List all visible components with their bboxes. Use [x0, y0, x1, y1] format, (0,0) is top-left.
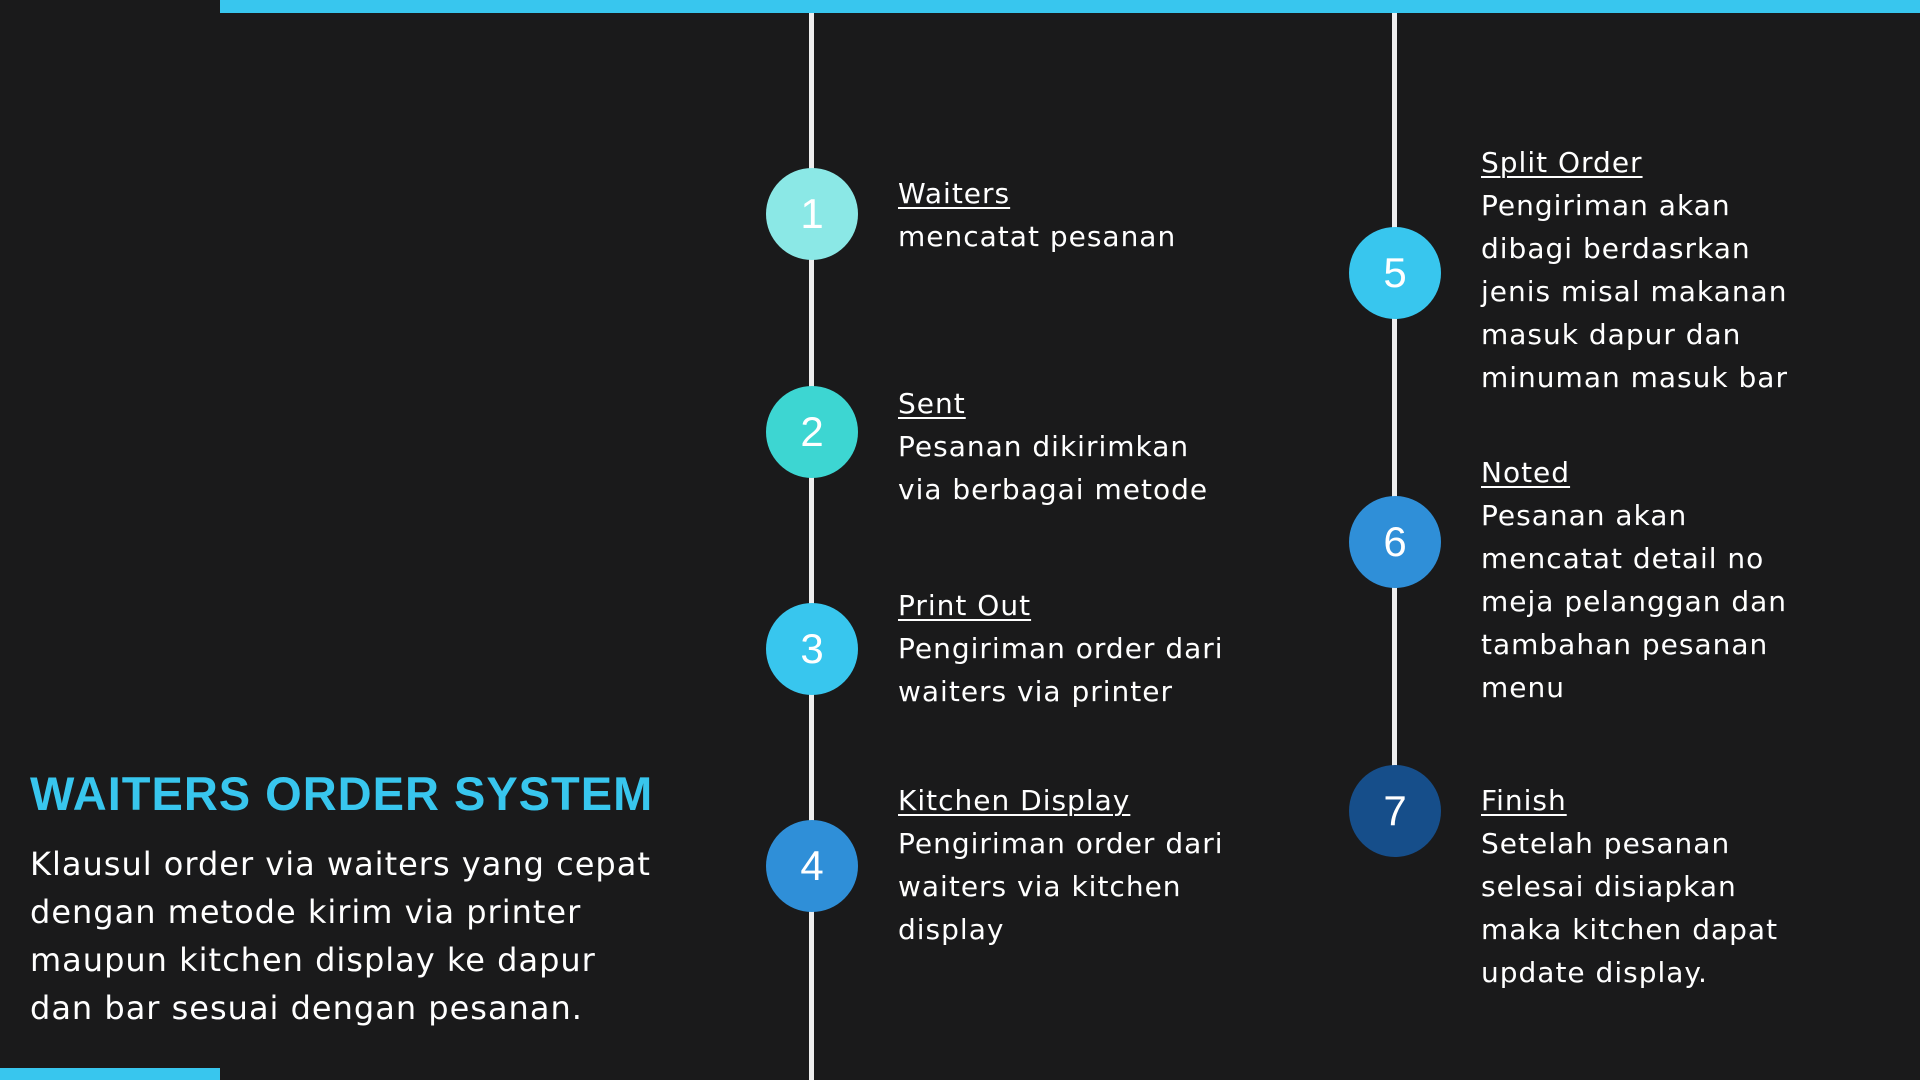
step-1-number: 1: [800, 190, 824, 237]
step-1-circle: 1: [766, 168, 858, 260]
step-5-number: 5: [1383, 249, 1407, 296]
step-3-title: Print Out: [898, 589, 1032, 622]
step-3-circle: 3: [766, 603, 858, 695]
step-7-number: 7: [1383, 787, 1407, 834]
step-6-number: 6: [1383, 518, 1407, 565]
step-4-text: Kitchen Display Pengiriman order dari wa…: [898, 779, 1224, 951]
step-3-number: 3: [800, 625, 824, 672]
step-3-text: Print Out Pengiriman order dari waiters …: [898, 584, 1224, 713]
step-7-text: Finish Setelah pesanan selesai disiapkan…: [1481, 779, 1778, 994]
step-6-text: Noted Pesanan akan mencatat detail no me…: [1481, 451, 1787, 709]
timeline-line-left: [809, 13, 814, 1080]
step-3-description: Pengiriman order dari waiters via printe…: [898, 632, 1224, 708]
step-7-description: Setelah pesanan selesai disiapkan maka k…: [1481, 827, 1779, 989]
step-2-description: Pesanan dikirimkan via berbagai metode: [898, 430, 1209, 506]
top-accent-bar: [220, 0, 1920, 13]
bottom-accent-bar: [0, 1068, 220, 1080]
step-2-text: Sent Pesanan dikirimkan via berbagai met…: [898, 382, 1208, 511]
page-title: WAITERS ORDER SYSTEM: [30, 767, 654, 820]
step-2-title: Sent: [898, 387, 966, 420]
step-1-description: mencatat pesanan: [898, 220, 1177, 253]
step-4-description: Pengiriman order dari waiters via kitche…: [898, 827, 1224, 946]
step-5-text: Split Order Pengiriman akan dibagi berda…: [1481, 141, 1788, 399]
page-description: Klausul order via waiters yang cepat den…: [30, 845, 651, 1027]
step-7-circle: 7: [1349, 765, 1441, 857]
step-5-circle: 5: [1349, 227, 1441, 319]
step-4-title: Kitchen Display: [898, 784, 1131, 817]
step-4-circle: 4: [766, 820, 858, 912]
step-4-number: 4: [800, 842, 824, 889]
step-5-title: Split Order: [1481, 146, 1643, 179]
timeline-line-right: [1392, 13, 1397, 773]
step-6-description: Pesanan akan mencatat detail no meja pel…: [1481, 499, 1788, 704]
step-1-title: Waiters: [898, 177, 1011, 210]
step-1-text: Waiters mencatat pesanan: [898, 172, 1176, 258]
step-2-circle: 2: [766, 386, 858, 478]
step-2-number: 2: [800, 408, 824, 455]
step-7-title: Finish: [1481, 784, 1567, 817]
step-6-circle: 6: [1349, 496, 1441, 588]
step-6-title: Noted: [1481, 456, 1571, 489]
step-5-description: Pengiriman akan dibagi berdasrkan jenis …: [1481, 189, 1788, 394]
